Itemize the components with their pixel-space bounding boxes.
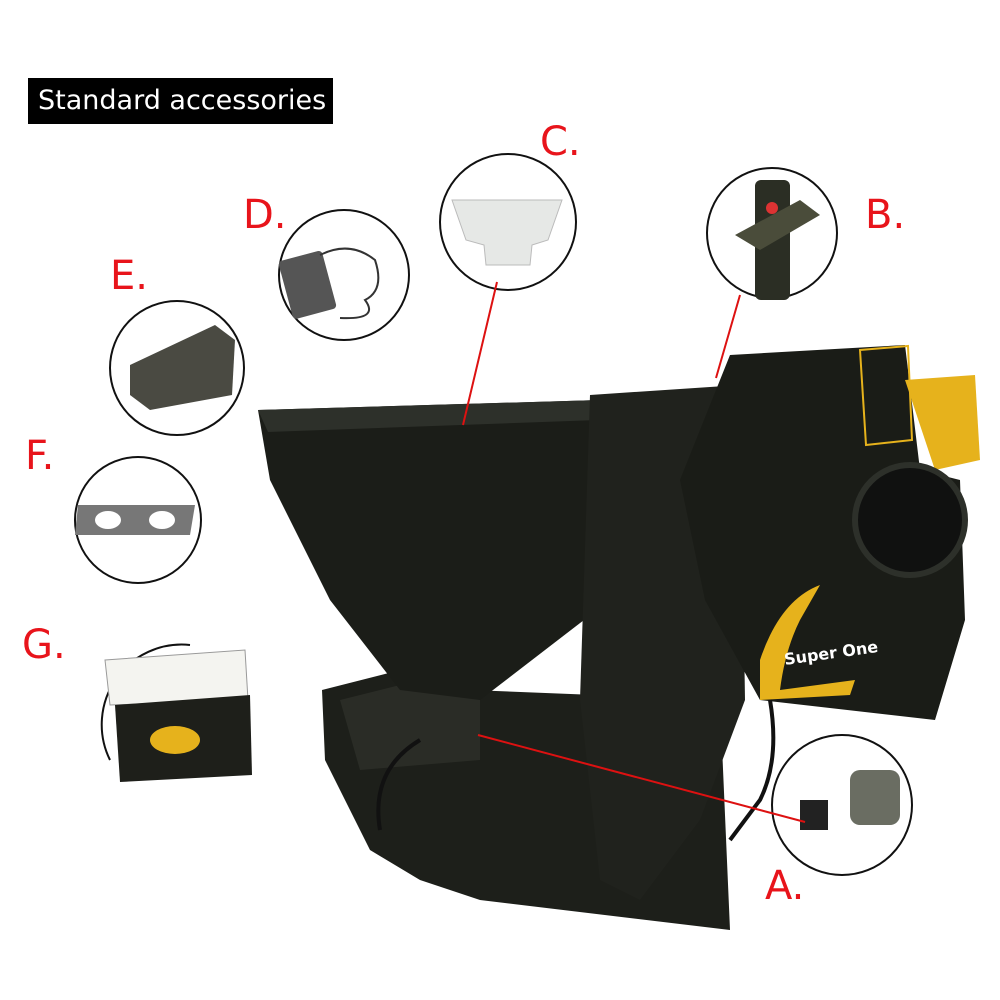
label-a: A.: [765, 863, 805, 909]
manual-icon: [104, 649, 252, 782]
label-g: G.: [22, 622, 66, 668]
label-c: C.: [540, 119, 581, 165]
label-f: F.: [25, 433, 55, 479]
label-d: D.: [243, 192, 287, 238]
label-b: B.: [865, 192, 906, 238]
receiver-icon: [800, 770, 900, 830]
mounting-plate-icon: [75, 505, 195, 535]
section-title: Standard accessories: [28, 78, 333, 124]
power-adapter-icon: [278, 247, 380, 320]
remote-controller-icon: [735, 180, 820, 300]
ball-robot-machine: [258, 344, 980, 930]
label-e: E.: [110, 253, 148, 299]
bracket-icon: [130, 325, 235, 410]
ball-tray-icon: [451, 199, 563, 266]
